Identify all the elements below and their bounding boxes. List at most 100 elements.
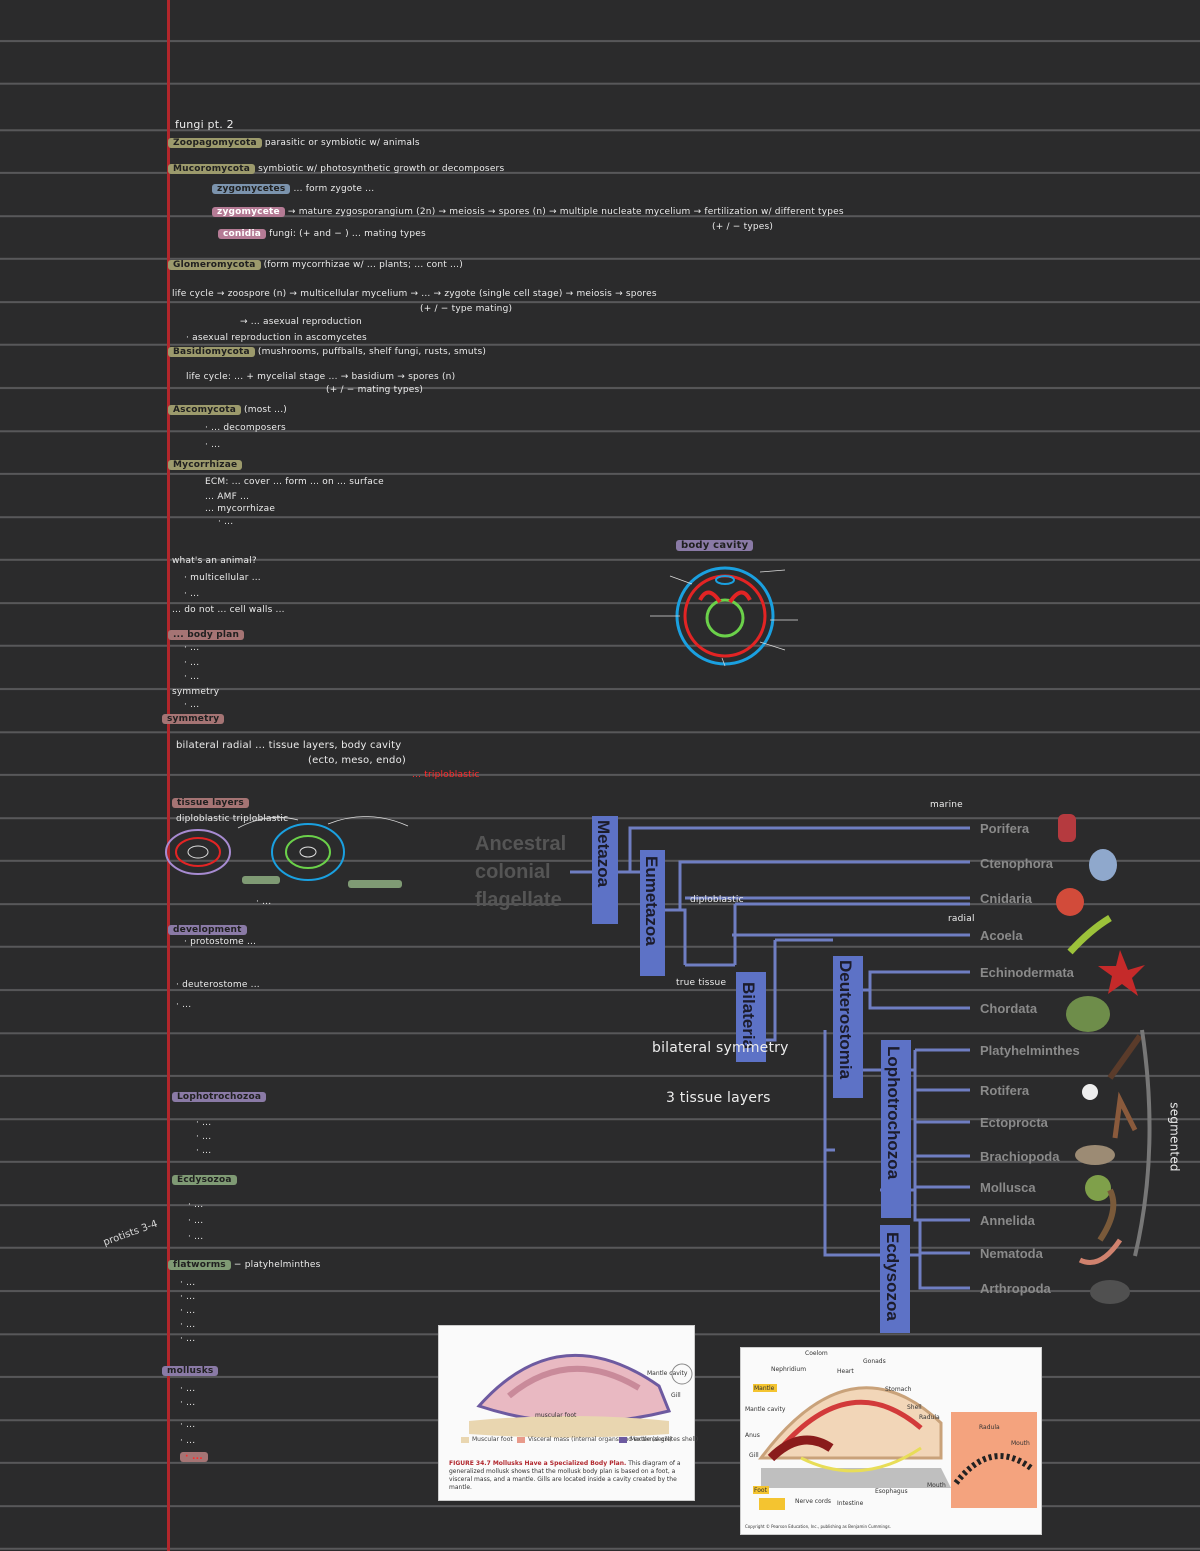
note-line: · multicellular ... bbox=[184, 573, 261, 583]
note-line: · ... bbox=[184, 672, 200, 682]
note-line: · ... bbox=[180, 1292, 196, 1302]
clade-box-bilateria bbox=[736, 972, 766, 1062]
anatomy-label: Gill bbox=[749, 1452, 759, 1459]
anatomy-label: Anus bbox=[745, 1432, 760, 1439]
figure-label: muscular foot bbox=[535, 1412, 577, 1419]
tissue-layer-sketch bbox=[165, 816, 409, 888]
clade-label-eumetazoa: Eumetazoa bbox=[642, 856, 661, 946]
spider-icon bbox=[1090, 1280, 1130, 1304]
sponge-icon bbox=[1058, 814, 1076, 842]
highlight: zygomycete bbox=[212, 207, 285, 217]
note-line: · ... bbox=[180, 1436, 196, 1446]
clade-box-deuterostomia bbox=[833, 956, 863, 1098]
clade-label-metazoa: Metazoa bbox=[594, 820, 613, 888]
clade-box-ecdysozoa bbox=[880, 1225, 910, 1333]
note-line: mollusks bbox=[162, 1366, 219, 1376]
note-line: · ... bbox=[188, 1216, 204, 1226]
anatomy-label: Gonads bbox=[863, 1358, 886, 1365]
highlight: zygomycetes bbox=[212, 184, 291, 194]
note-line: Ascomycota (most ...) bbox=[168, 405, 287, 415]
clade-label-ecdysozoa: Ecdysozoa bbox=[883, 1232, 902, 1321]
note-line: · ... bbox=[184, 700, 200, 710]
highlight: ... body plan bbox=[168, 630, 245, 640]
note-line: · ... bbox=[184, 658, 200, 668]
note-line: ... body plan bbox=[168, 630, 245, 640]
rotifer-icon bbox=[1082, 1084, 1098, 1100]
nematode-icon bbox=[1078, 1238, 1123, 1265]
comb-jelly-icon bbox=[1089, 849, 1117, 881]
note-text: parasitic or symbiotic w/ animals bbox=[264, 138, 420, 148]
note-line: · ... bbox=[180, 1452, 208, 1462]
clade-label-bilateria: Bilateria bbox=[739, 982, 758, 1050]
taxon-mollusca: Mollusca bbox=[980, 1180, 1036, 1195]
highlight: symmetry bbox=[162, 714, 225, 724]
legend-item: Muscular foot bbox=[461, 1436, 513, 1443]
note-line: bilateral radial ... tissue layers, body… bbox=[176, 740, 402, 751]
taxon-ectoprocta: Ectoprocta bbox=[980, 1115, 1049, 1130]
flatworm-icon bbox=[1067, 914, 1112, 955]
anatomy-label: Mantle cavity bbox=[745, 1406, 786, 1413]
note-text: (most ...) bbox=[244, 405, 288, 415]
note-line: symmetry bbox=[162, 714, 225, 724]
taxon-arthropoda: Arthropoda bbox=[980, 1281, 1052, 1296]
note-line: · protostome ... bbox=[184, 937, 257, 947]
note-line: · ... decomposers bbox=[205, 423, 286, 433]
clade-box-lophotrochozoa bbox=[881, 1040, 911, 1218]
tree-annotation: true tissue bbox=[676, 978, 727, 988]
note-line: ... do not ... cell walls ... bbox=[172, 605, 285, 615]
anatomy-label: Esophagus bbox=[875, 1488, 908, 1495]
note-line: · ... bbox=[256, 897, 272, 907]
note-line: · ... bbox=[188, 1200, 204, 1210]
highlight: Mycorrhizae bbox=[168, 460, 243, 470]
note-line: ECM: ... cover ... form ... on ... surfa… bbox=[205, 477, 384, 487]
mollusk-illustration bbox=[469, 1354, 693, 1438]
mollusk-figure: Mantle cavity Gill muscular foot Muscula… bbox=[438, 1325, 699, 1501]
highlight: Lophotrochozoa bbox=[172, 1092, 267, 1102]
tree-root-line2: colonial bbox=[475, 861, 551, 883]
anatomy-label: Stomach bbox=[885, 1386, 912, 1393]
taxon-acoela: Acoela bbox=[980, 928, 1023, 943]
note-line: Zoopagomycota parasitic or symbiotic w/ … bbox=[168, 138, 420, 148]
tree-annotation: segmented bbox=[1167, 1102, 1182, 1172]
note-line: life cycle: ... + mycelial stage ... → b… bbox=[186, 372, 456, 382]
note-text: symbiotic w/ photosynthetic growth or de… bbox=[258, 164, 505, 174]
note-line: (+ / − mating types) bbox=[326, 385, 424, 395]
margin-line bbox=[167, 0, 170, 1551]
highlight: conidia bbox=[218, 229, 267, 239]
note-line: · asexual reproduction in ascomycetes bbox=[186, 333, 367, 343]
anatomy-label: Radula bbox=[979, 1424, 1000, 1431]
taxon-cnidaria: Cnidaria bbox=[980, 891, 1033, 906]
note-line: development bbox=[168, 925, 247, 935]
note-line: flatworms − platyhelminthes bbox=[168, 1260, 320, 1270]
figure-credit: Copyright © Pearson Education, Inc., pub… bbox=[745, 1524, 891, 1529]
tapeworm-icon bbox=[1107, 1034, 1143, 1080]
note-line: · ... bbox=[180, 1334, 196, 1344]
highlight: Glomeromycota bbox=[168, 260, 261, 270]
anatomy-label: Intestine bbox=[837, 1500, 864, 1507]
page-title: fungi pt. 2 bbox=[175, 118, 234, 131]
anatomy-label: Nephridium bbox=[771, 1366, 807, 1373]
legend-text: Muscular foot bbox=[472, 1436, 513, 1443]
note-line: ... AMF ... bbox=[205, 492, 250, 502]
note-line: · ... bbox=[180, 1384, 196, 1394]
sketch-title: body cavity bbox=[676, 540, 754, 551]
note-line: · ... bbox=[205, 440, 221, 450]
note-line: · deuterostome ... bbox=[176, 980, 260, 990]
note-line: (+ / − types) bbox=[712, 222, 774, 232]
note-line: diploblastic triploblastic bbox=[176, 814, 289, 824]
note-line: · ... bbox=[176, 1000, 192, 1010]
note-line: zygomycete → mature zygosporangium (2n) … bbox=[212, 207, 844, 217]
note-line: · ... bbox=[180, 1306, 196, 1316]
tree-root-line3: flagellate bbox=[475, 889, 562, 911]
note-line: ... triploblastic bbox=[412, 770, 480, 780]
note-line: ... mycorrhizae bbox=[205, 504, 276, 514]
note-line: → ... asexual reproduction bbox=[240, 317, 362, 327]
clade-label-lophotrochozoa: Lophotrochozoa bbox=[884, 1046, 903, 1180]
bracket-line bbox=[1133, 1029, 1152, 1257]
note-line: · ... bbox=[196, 1146, 212, 1156]
legend-text: Mantle (secretes shell) bbox=[630, 1436, 699, 1443]
highlight: mollusks bbox=[162, 1366, 219, 1376]
highlight: Ascomycota bbox=[168, 405, 241, 415]
legend-item: Visceral mass (internal organs and exter… bbox=[517, 1436, 672, 1443]
note-text: → mature zygosporangium (2n) → meiosis →… bbox=[287, 207, 844, 217]
